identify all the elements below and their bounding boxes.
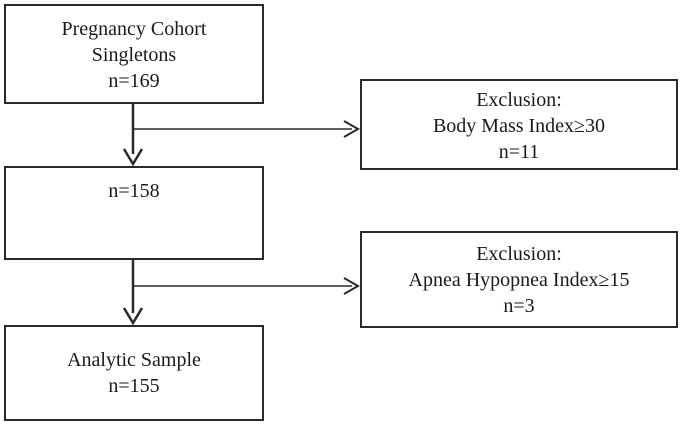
arrowhead-to-ahi-exclusion xyxy=(343,277,361,295)
analytic-sample-count: n=155 xyxy=(108,375,160,397)
bmi-exclusion-criterion: Body Mass Index≥30 xyxy=(432,115,606,137)
bmi-exclusion-heading: Exclusion: xyxy=(476,89,562,111)
ahi-exclusion-heading: Exclusion: xyxy=(476,243,562,265)
ahi-exclusion-count: n=3 xyxy=(503,295,535,317)
cohort-subtitle: Singletons xyxy=(91,44,177,66)
bmi-exclusion-count: n=11 xyxy=(498,141,540,163)
cohort-count: n=169 xyxy=(108,70,160,92)
analytic-sample-box: Analytic Sample n=155 xyxy=(4,325,264,421)
post-bmi-count: n=158 xyxy=(108,180,160,202)
arrowhead-middle-to-analytic xyxy=(122,307,144,326)
ahi-exclusion-criterion: Apnea Hypopnea Index≥15 xyxy=(408,269,630,291)
post-bmi-exclusion-box: n=158 xyxy=(4,166,264,260)
cohort-title: Pregnancy Cohort xyxy=(61,18,207,40)
analytic-sample-title: Analytic Sample xyxy=(67,349,201,371)
arrowhead-cohort-to-middle xyxy=(122,148,144,167)
ahi-exclusion-box: Exclusion: Apnea Hypopnea Index≥15 n=3 xyxy=(360,231,678,328)
arrowhead-to-bmi-exclusion xyxy=(343,120,361,138)
pregnancy-cohort-box: Pregnancy Cohort Singletons n=169 xyxy=(4,4,264,104)
bmi-exclusion-box: Exclusion: Body Mass Index≥30 n=11 xyxy=(360,79,678,170)
